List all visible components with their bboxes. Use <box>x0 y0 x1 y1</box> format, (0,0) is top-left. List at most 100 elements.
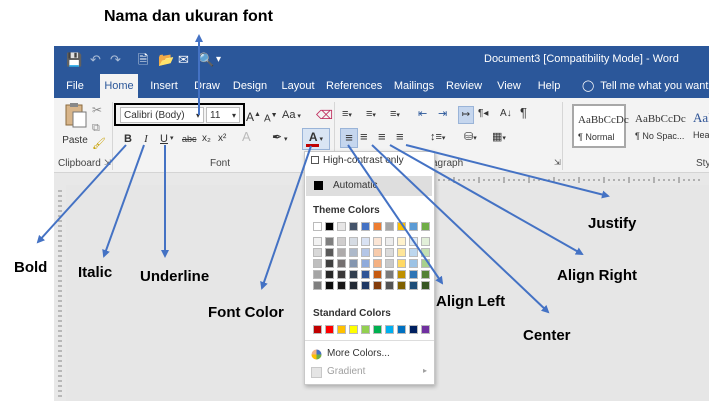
underline-options-icon[interactable]: ▾ <box>170 135 174 142</box>
open-folder-icon[interactable]: 📂 <box>158 52 175 67</box>
theme-shade-swatch[interactable] <box>409 281 418 290</box>
theme-shade-swatch[interactable] <box>421 281 430 290</box>
theme-shade-swatch[interactable] <box>325 259 334 268</box>
theme-shade-swatch[interactable] <box>397 237 406 246</box>
strikethrough-button[interactable]: abc <box>182 134 197 144</box>
justify-button[interactable]: ≡ <box>396 129 404 144</box>
center-button[interactable]: ≡ <box>360 129 368 144</box>
theme-shade-swatch[interactable] <box>337 248 346 257</box>
theme-shade-swatch[interactable] <box>349 281 358 290</box>
theme-shade-swatch[interactable] <box>397 259 406 268</box>
theme-color-swatch[interactable] <box>373 222 382 231</box>
undo-icon[interactable]: ↶ <box>90 52 101 67</box>
high-contrast-option[interactable]: High-contrast only <box>323 155 404 166</box>
sort-icon[interactable]: A↓ <box>500 108 512 119</box>
paragraph-launcher-icon[interactable]: ⇲ <box>554 158 561 167</box>
theme-color-swatch[interactable] <box>397 222 406 231</box>
theme-shade-swatch[interactable] <box>361 281 370 290</box>
align-right-button[interactable]: ≡ <box>378 129 386 144</box>
theme-shade-swatch[interactable] <box>421 248 430 257</box>
theme-shade-swatch[interactable] <box>361 259 370 268</box>
theme-shade-swatch[interactable] <box>373 270 382 279</box>
theme-shade-swatch[interactable] <box>361 237 370 246</box>
automatic-option[interactable]: Automatic <box>306 176 432 196</box>
theme-shade-swatch[interactable] <box>409 237 418 246</box>
tab-mailings[interactable]: Mailings <box>393 80 435 92</box>
tab-view[interactable]: View <box>497 80 521 92</box>
theme-shade-swatch[interactable] <box>325 237 334 246</box>
theme-shade-swatch[interactable] <box>325 248 334 257</box>
theme-shade-swatch[interactable] <box>313 248 322 257</box>
tab-file[interactable]: File <box>66 80 84 92</box>
line-spacing-button[interactable]: ↕≡▾ <box>430 131 446 143</box>
highlight-color-button[interactable]: ✒ ▾ <box>272 130 288 144</box>
theme-shade-swatch[interactable] <box>313 270 322 279</box>
theme-shade-swatch[interactable] <box>385 270 394 279</box>
style-normal[interactable]: AaBbCcDc ¶ Normal <box>572 104 629 148</box>
theme-color-swatch[interactable] <box>337 222 346 231</box>
theme-shade-swatch[interactable] <box>349 237 358 246</box>
standard-color-swatch[interactable] <box>397 325 406 334</box>
theme-shade-swatch[interactable] <box>313 237 322 246</box>
theme-shade-swatch[interactable] <box>325 281 334 290</box>
standard-color-swatch[interactable] <box>421 325 430 334</box>
theme-color-swatch[interactable] <box>409 222 418 231</box>
underline-button[interactable]: U <box>160 133 168 145</box>
borders-button[interactable]: ▦▾ <box>492 131 506 143</box>
email-icon[interactable]: ✉ <box>178 52 189 67</box>
numbering-button[interactable]: ≡▾ <box>366 108 376 120</box>
format-painter-icon[interactable]: 🖌 <box>92 138 106 150</box>
increase-indent-icon[interactable]: ⇥ <box>438 108 448 120</box>
theme-shade-swatch[interactable] <box>337 237 346 246</box>
paste-button[interactable]: Paste <box>62 102 88 146</box>
theme-shade-swatch[interactable] <box>409 259 418 268</box>
subscript-button[interactable]: x₂ <box>202 133 211 144</box>
standard-color-swatch[interactable] <box>325 325 334 334</box>
rtl-direction-icon[interactable]: ¶◂ <box>478 108 489 119</box>
shrink-font-button[interactable]: A▼ <box>264 112 278 125</box>
font-name-combo[interactable]: Calibri (Body) ▾ <box>120 107 204 123</box>
print-preview-icon[interactable]: 🔍 <box>198 52 215 67</box>
standard-color-swatch[interactable] <box>361 325 370 334</box>
theme-color-swatch[interactable] <box>349 222 358 231</box>
theme-shade-swatch[interactable] <box>349 259 358 268</box>
theme-shade-swatch[interactable] <box>397 248 406 257</box>
bullets-button[interactable]: ≡▾ <box>342 108 352 120</box>
cut-icon[interactable]: ✂ <box>92 103 103 117</box>
tab-insert[interactable]: Insert <box>150 80 178 92</box>
show-formatting-button[interactable]: ¶ <box>520 105 527 120</box>
theme-shade-swatch[interactable] <box>397 270 406 279</box>
tab-references[interactable]: References <box>326 80 383 92</box>
chevron-down-icon[interactable]: ▾ <box>195 111 200 120</box>
shading-button[interactable]: ⛁▾ <box>464 131 477 143</box>
theme-color-swatch[interactable] <box>313 222 322 231</box>
text-direction-icon[interactable]: ↦ <box>458 106 474 124</box>
save-icon[interactable]: 💾 <box>66 52 83 67</box>
high-contrast-checkbox[interactable] <box>311 156 319 164</box>
theme-shade-swatch[interactable] <box>361 270 370 279</box>
change-case-button[interactable]: Aa ▾ <box>282 109 301 121</box>
clipboard-launcher-icon[interactable]: ⇲ <box>104 158 111 167</box>
copy-icon[interactable]: ⧉ <box>92 122 100 134</box>
decrease-indent-icon[interactable]: ⇤ <box>418 108 428 120</box>
standard-color-swatch[interactable] <box>337 325 346 334</box>
theme-shade-swatch[interactable] <box>361 248 370 257</box>
grow-font-button[interactable]: A▲ <box>246 110 261 124</box>
theme-shade-swatch[interactable] <box>421 259 430 268</box>
font-color-button[interactable]: A ▾ <box>302 128 330 150</box>
theme-color-swatch[interactable] <box>361 222 370 231</box>
theme-shade-swatch[interactable] <box>397 281 406 290</box>
theme-shade-swatch[interactable] <box>421 237 430 246</box>
standard-color-swatch[interactable] <box>409 325 418 334</box>
gradient-option[interactable]: Gradient <box>327 366 366 377</box>
standard-color-swatch[interactable] <box>349 325 358 334</box>
standard-color-swatch[interactable] <box>385 325 394 334</box>
more-colors-option[interactable]: More Colors... <box>327 348 390 359</box>
theme-shade-swatch[interactable] <box>313 259 322 268</box>
tell-me-search[interactable]: ◯ Tell me what you want to do <box>582 74 709 98</box>
theme-shade-swatch[interactable] <box>337 281 346 290</box>
standard-color-swatch[interactable] <box>373 325 382 334</box>
tab-home[interactable]: Home <box>100 74 138 98</box>
style-no-spacing[interactable]: AaBbCcDc ¶ No Spac... <box>630 104 686 148</box>
tab-help[interactable]: Help <box>537 80 561 92</box>
